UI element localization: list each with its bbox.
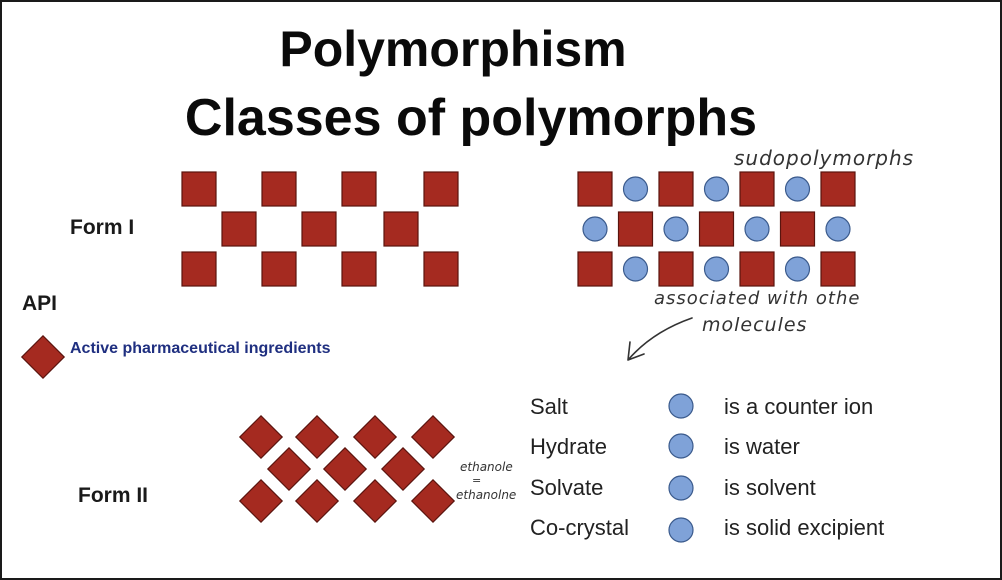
legend-term-cocrystal: Co-crystal xyxy=(530,515,630,540)
annotation-equals: = xyxy=(472,474,482,487)
slide-title: Polymorphism xyxy=(279,21,627,77)
pseudopolymorph-guest-circle xyxy=(784,176,811,202)
form1-molecule-square xyxy=(261,251,297,287)
slide-subtitle: Classes of polymorphs xyxy=(184,89,758,147)
legend-desc-salt: is a counter ion xyxy=(724,394,874,419)
form2-molecule-diamond xyxy=(352,414,398,460)
legend-circle-icon xyxy=(668,393,694,419)
pseudopolymorph-guest-circle xyxy=(703,176,730,202)
pseudopolymorph-api-square xyxy=(658,251,694,287)
annotation-associated: associated with othe xyxy=(654,288,861,309)
pseudopolymorph-guest-circle xyxy=(703,256,730,282)
pseudopolymorph-api-square xyxy=(779,211,816,247)
pseudopolymorph-guest-circle xyxy=(622,176,649,202)
form2-molecule-diamond xyxy=(410,478,456,524)
form2-molecule-diamond xyxy=(294,414,340,460)
form1-molecule-square xyxy=(221,211,257,247)
form1-molecule-square xyxy=(383,211,419,247)
form1-molecule-square xyxy=(341,251,377,287)
legend-term-solvate: Solvate xyxy=(530,475,604,500)
annotation-ethanol-2: ethanolne xyxy=(456,488,517,502)
legend-desc-cocrystal: is solid excipient xyxy=(724,515,885,540)
api-diamond-icon xyxy=(20,334,66,380)
pseudopolymorph-guest-circle xyxy=(784,256,811,282)
pseudopolymorph-guest-circle xyxy=(622,256,649,282)
form1-molecule-square xyxy=(341,171,377,207)
form1-molecule-square xyxy=(423,251,459,287)
form2-label: Form II xyxy=(78,484,149,507)
pseudopolymorph-api-square xyxy=(658,171,694,207)
legend-circle-icon xyxy=(668,475,694,501)
form2-molecule-diamond xyxy=(266,446,312,492)
pseudopolymorph-guest-circle xyxy=(825,216,851,242)
api-label: API xyxy=(22,292,58,315)
pseudopolymorph-guest-circle xyxy=(744,216,770,242)
pseudopolymorph-api-square xyxy=(617,211,654,247)
pseudopolymorph-api-square xyxy=(577,251,613,287)
annotation-molecules: molecules xyxy=(702,314,808,336)
form2-molecule-diamond xyxy=(322,446,368,492)
pseudopolymorph-api-square xyxy=(820,171,856,207)
form1-molecule-square xyxy=(423,171,459,207)
annotation-pseudopolymorphs: sudopolymorphs xyxy=(734,146,915,170)
pseudopolymorph-api-square xyxy=(820,251,856,287)
form1-molecule-square xyxy=(261,171,297,207)
pseudopolymorph-guest-circle xyxy=(582,216,608,242)
legend-circle-icon xyxy=(668,433,694,459)
annotation-arrow-icon xyxy=(627,317,693,361)
form2-molecule-diamond xyxy=(238,414,284,460)
legend-term-hydrate: Hydrate xyxy=(530,434,608,459)
form2-molecule-diamond xyxy=(380,446,426,492)
form1-molecule-square xyxy=(181,171,217,207)
legend-desc-hydrate: is water xyxy=(724,434,800,459)
form1-label: Form I xyxy=(70,216,135,239)
legend-term-salt: Salt xyxy=(530,394,568,419)
legend-desc-solvate: is solvent xyxy=(724,475,816,500)
legend-circle-icon xyxy=(668,517,694,543)
api-description: Active pharmaceutical ingredients xyxy=(70,340,331,357)
form2-molecule-diamond xyxy=(294,478,340,524)
form1-molecule-square xyxy=(301,211,337,247)
pseudopolymorph-api-square xyxy=(577,171,613,207)
pseudopolymorph-api-square xyxy=(698,211,735,247)
pseudopolymorph-api-square xyxy=(739,251,775,287)
form2-molecule-diamond xyxy=(352,478,398,524)
annotation-ethanol-1: ethanole xyxy=(460,460,513,474)
pseudopolymorph-api-square xyxy=(739,171,775,207)
pseudopolymorph-guest-circle xyxy=(663,216,689,242)
form2-molecule-diamond xyxy=(238,478,284,524)
form1-molecule-square xyxy=(181,251,217,287)
form2-molecule-diamond xyxy=(410,414,456,460)
